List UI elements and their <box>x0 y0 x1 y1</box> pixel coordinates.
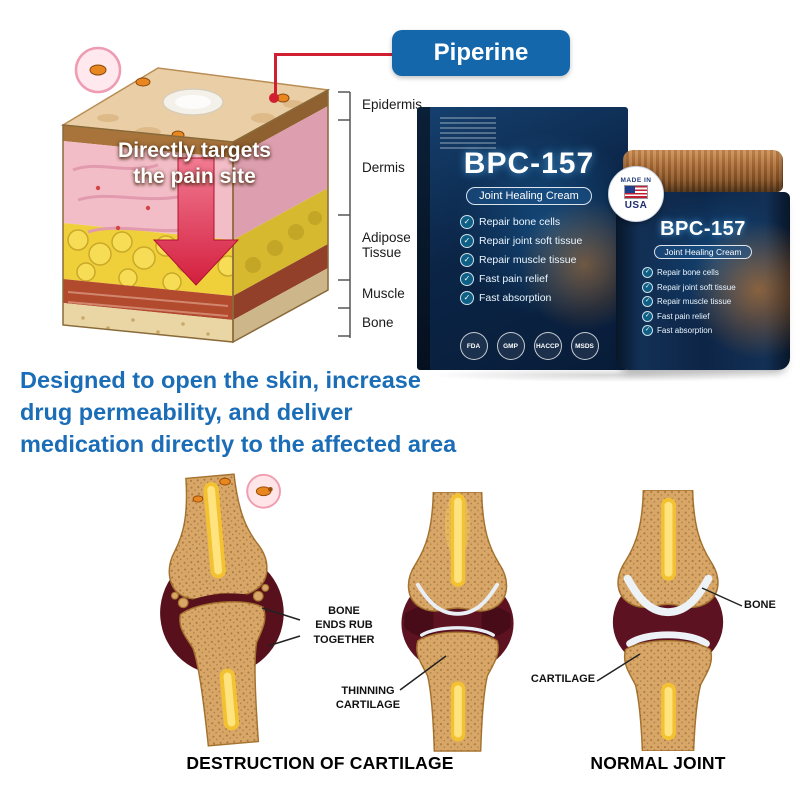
product-box-side <box>417 107 430 370</box>
jar-label: MADE IN USA BPC-157 Joint Healing Cream … <box>608 166 790 370</box>
caption-normal-joint: NORMAL JOINT <box>590 753 726 773</box>
product-box: BPC-157 Joint Healing Cream ✓Repair bone… <box>417 107 628 370</box>
feature-item: ✓Repair joint soft tissue <box>460 234 628 248</box>
check-icon: ✓ <box>642 267 653 278</box>
feature-item: ✓Repair bone cells <box>460 215 628 229</box>
product-jar: MADE IN USA BPC-157 Joint Healing Cream … <box>608 150 790 370</box>
gmp-badge: GMP <box>496 332 525 360</box>
check-icon: ✓ <box>642 296 653 307</box>
mite-icon <box>89 64 107 76</box>
layer-bracket <box>338 91 351 338</box>
check-icon: ✓ <box>460 272 474 286</box>
feature-item: ✓Repair muscle tissue <box>642 296 790 307</box>
piperine-callout: Piperine <box>392 30 570 76</box>
layer-label-adipose: Adipose Tissue <box>362 230 411 261</box>
feature-item: ✓Repair muscle tissue <box>460 253 628 267</box>
check-icon: ✓ <box>460 234 474 248</box>
product-box-front: BPC-157 Joint Healing Cream ✓Repair bone… <box>430 107 628 370</box>
made-in-usa-badge: MADE IN USA <box>608 166 664 222</box>
certification-badges: FDA GMP HACCP MSDS <box>430 332 628 360</box>
healthy-cartilage <box>626 631 710 648</box>
label-bone: BONE <box>744 599 776 611</box>
jar-feature-list: ✓Repair bone cells ✓Repair joint soft ti… <box>642 267 790 336</box>
fine-print-text <box>440 117 496 152</box>
piperine-connector-line <box>274 53 277 97</box>
bone-layer <box>63 303 233 342</box>
layer-label-epidermis: Epidermis <box>362 97 423 112</box>
mite-icon <box>192 495 204 503</box>
usa-flag-icon <box>624 185 648 199</box>
feature-item: ✓Repair joint soft tissue <box>642 281 790 293</box>
layer-label-bone: Bone <box>362 315 394 330</box>
label-thinning-cartilage: THINNING CARTILAGE <box>335 685 401 712</box>
epidermis-layer <box>63 125 233 158</box>
feature-list: ✓Repair bone cells ✓Repair joint soft ti… <box>460 215 628 305</box>
feature-item: ✓Fast absorption <box>642 325 790 336</box>
thin-cartilage <box>415 582 500 616</box>
joint-destroyed-illustration <box>160 473 284 747</box>
check-icon: ✓ <box>642 281 653 293</box>
joint-thinning-illustration <box>401 492 514 752</box>
tagline-line: drug permeability, and deliver <box>20 399 353 425</box>
caption-destruction-of-cartilage: DESTRUCTION OF CARTILAGE <box>186 753 454 773</box>
layer-label-muscle: Muscle <box>362 286 405 301</box>
feature-item: ✓Fast pain relief <box>642 310 790 322</box>
product-subtitle-badge: Joint Healing Cream <box>466 187 592 205</box>
jar-subtitle-badge: Joint Healing Cream <box>654 245 752 259</box>
layer-label-dermis: Dermis <box>362 160 405 175</box>
target-arrow-icon <box>152 157 240 286</box>
osteophytes <box>170 583 270 609</box>
check-icon: ✓ <box>460 215 474 229</box>
thin-cartilage <box>420 626 495 637</box>
feature-item: ✓Fast absorption <box>460 291 628 305</box>
skin-overlay-text: Directly targets the pain site <box>118 139 271 189</box>
healthy-cartilage <box>623 574 713 617</box>
leader-lines <box>261 587 743 691</box>
piperine-connector-line <box>274 53 394 56</box>
mite-icon <box>135 77 151 87</box>
msds-badge: MSDS <box>570 332 599 360</box>
joint-normal-illustration <box>612 490 724 751</box>
piperine-connector-dot <box>269 93 279 103</box>
fda-badge: FDA <box>459 332 488 360</box>
check-icon: ✓ <box>460 253 474 267</box>
label-cartilage: CARTILAGE <box>530 673 596 685</box>
tagline-line: medication directly to the affected area <box>20 431 457 457</box>
skin-cross-section-diagram <box>60 46 331 344</box>
check-icon: ✓ <box>642 310 653 322</box>
tagline-line: Designed to open the skin, increase <box>20 367 421 393</box>
meniscus <box>404 605 434 638</box>
feature-item: ✓Fast pain relief <box>460 272 628 286</box>
product-title: BPC-157 <box>463 147 595 180</box>
meniscus <box>481 605 511 638</box>
muscle-layer <box>63 279 233 320</box>
check-icon: ✓ <box>642 325 653 336</box>
tagline: Designed to open the skin, increase drug… <box>20 364 540 460</box>
feature-item: ✓Repair bone cells <box>642 267 790 278</box>
mite-icon <box>219 477 231 486</box>
check-icon: ✓ <box>460 291 474 305</box>
product-shadow <box>425 368 785 382</box>
label-bone-ends-rub-together: BONE ENDS RUB TOGETHER <box>313 605 375 646</box>
haccp-badge: HACCP <box>533 332 562 360</box>
jar-title: BPC-157 <box>660 218 746 240</box>
